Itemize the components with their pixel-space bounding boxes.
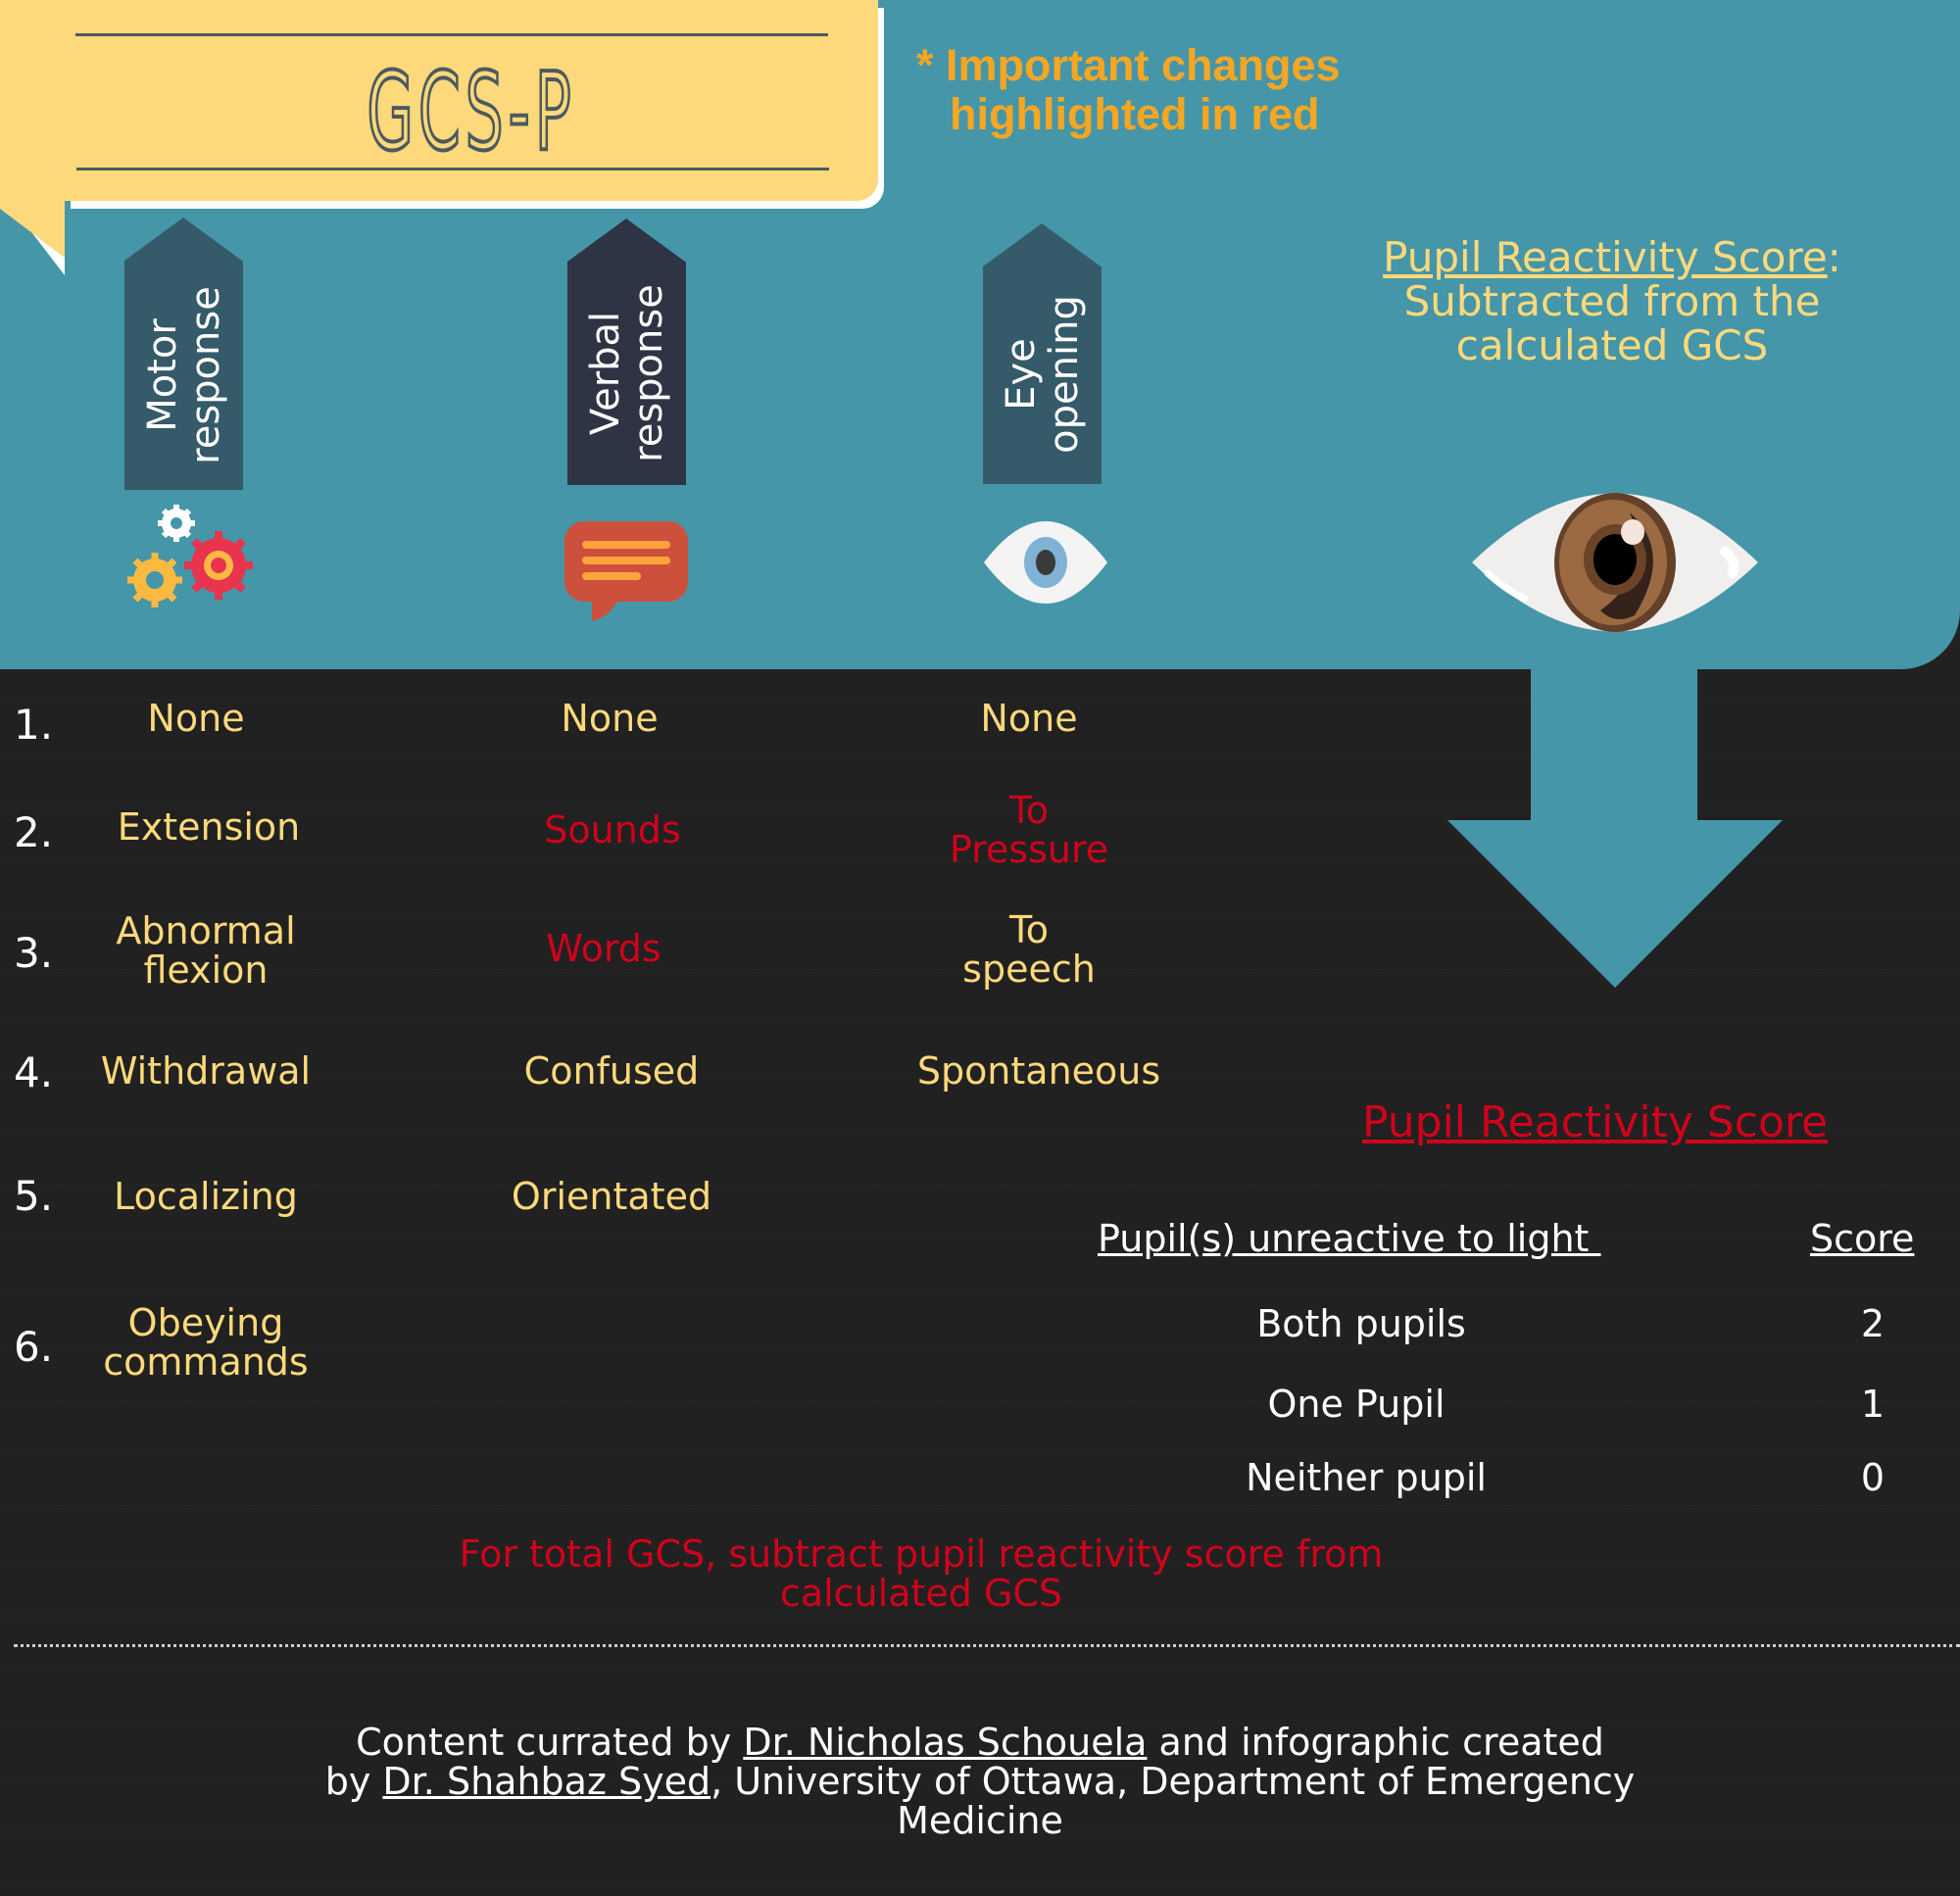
credit-text: , University of Ottawa, Department of Em… — [710, 1760, 1636, 1803]
eye-cell: Spontaneous — [916, 1049, 1161, 1093]
score-col-header: Score — [1810, 1217, 1915, 1260]
pupil-intro-colon: : — [1827, 233, 1841, 281]
eye-cell: To speech — [962, 908, 1096, 991]
author-link-schouela[interactable]: Dr. Nicholas Schouela — [743, 1721, 1148, 1764]
pupil-row-label: Both pupils — [1256, 1302, 1466, 1345]
pupil-row-score: 2 — [1860, 1302, 1886, 1345]
verbal-cell: Orientated — [511, 1175, 712, 1218]
row-number: 1. — [14, 701, 54, 749]
motor-cell: None — [147, 697, 245, 740]
pupil-row-score: 0 — [1860, 1456, 1886, 1499]
pupil-row-label: Neither pupil — [1246, 1456, 1487, 1499]
title-top-rule — [75, 33, 828, 36]
gears-icon — [127, 505, 253, 608]
eye-cell: To Pressure — [949, 789, 1109, 871]
pupil-col-header: Pupil(s) unreactive to light — [1098, 1217, 1601, 1260]
eye-cell: None — [980, 697, 1078, 740]
pupil-intro-line-3: calculated GCS — [1455, 321, 1769, 369]
title-bubble-tail — [0, 191, 65, 275]
total-gcs-instruction: For total GCS, subtract pupil reactivity… — [333, 1534, 1509, 1613]
credit-text: and infographic created — [1147, 1721, 1604, 1764]
verbal-cell: Confused — [523, 1049, 700, 1093]
large-eye-icon — [1472, 493, 1758, 632]
important-note: * Important changes highlighted in red — [916, 41, 1341, 139]
instruction-line-1: For total GCS, subtract pupil reactivity… — [459, 1532, 1384, 1576]
title-bubble-left — [0, 0, 69, 201]
motor-cell: Withdrawal — [100, 1049, 312, 1093]
eye-icon — [984, 521, 1107, 604]
note-line-1: * Important changes — [916, 40, 1341, 90]
row-number: 5. — [14, 1172, 54, 1220]
pupil-score-intro: Pupil Reactivity Score: Subtracted from … — [1377, 235, 1847, 367]
credit-text: Content currated by — [356, 1721, 744, 1764]
page-title: GCS-P — [366, 47, 576, 176]
verbal-cell: Sounds — [544, 808, 681, 851]
author-link-syed[interactable]: Dr. Shahbaz Syed — [382, 1760, 711, 1803]
pupil-row-label: One Pupil — [1267, 1383, 1446, 1426]
verbal-cell: None — [561, 697, 659, 740]
note-line-2: highlighted in red — [950, 89, 1320, 139]
down-arrow-icon — [1447, 668, 1783, 988]
footer-divider — [14, 1644, 1960, 1647]
title-bottom-rule — [76, 168, 829, 170]
row-number: 4. — [14, 1048, 54, 1096]
pupil-intro-line-2: Subtracted from the — [1403, 277, 1821, 325]
credit-text: Medicine — [897, 1799, 1063, 1842]
pupil-score-title: Pupil Reactivity Score — [1362, 1097, 1829, 1147]
verbal-cell: Words — [546, 927, 662, 970]
speech-bubble-icon — [564, 521, 688, 621]
row-number: 2. — [14, 808, 54, 856]
credits: Content currated by Dr. Nicholas Schouel… — [294, 1723, 1666, 1840]
motor-cell: Extension — [117, 805, 301, 849]
row-number: 3. — [14, 929, 54, 977]
motor-cell: Localizing — [114, 1175, 298, 1218]
motor-cell: Abnormal flexion — [116, 909, 296, 992]
credit-text: by — [324, 1760, 383, 1803]
instruction-line-2: calculated GCS — [779, 1572, 1063, 1615]
pupil-intro-heading: Pupil Reactivity Score — [1383, 233, 1828, 281]
pupil-row-score: 1 — [1860, 1383, 1886, 1426]
row-number: 6. — [14, 1323, 54, 1371]
motor-cell: Obeying commands — [103, 1301, 309, 1384]
